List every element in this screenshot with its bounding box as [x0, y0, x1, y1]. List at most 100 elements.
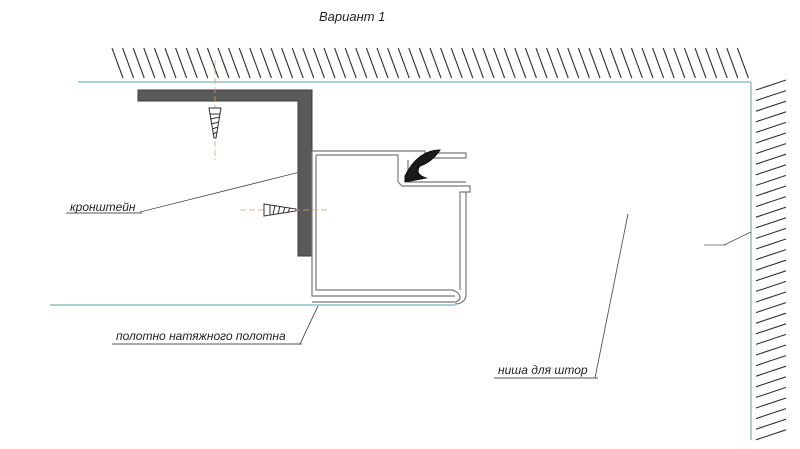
niche-leader-line	[594, 213, 629, 379]
wall-hatch-mark	[755, 79, 787, 91]
ceiling-hatch-mark	[524, 47, 537, 79]
wall-hatch-mark	[755, 386, 787, 398]
ceiling-hatching	[111, 47, 749, 79]
wall-hatch-mark	[755, 376, 787, 388]
ceiling-hatch-mark	[206, 47, 219, 79]
ceiling-hatch-mark	[514, 47, 527, 79]
ceiling-hatch-mark	[185, 47, 198, 79]
ceiling-hatch-mark	[397, 47, 410, 79]
wall-hatch-mark	[755, 185, 787, 197]
wall-hatch-mark	[755, 280, 787, 292]
ceiling-hatch-mark	[471, 47, 484, 79]
ceiling-hatch-mark	[164, 47, 177, 79]
wall-hatch-mark	[755, 333, 787, 345]
ceiling-hatch-mark	[270, 47, 283, 79]
wall-hatch-mark	[755, 408, 787, 420]
ceiling-hatch-mark	[705, 47, 718, 79]
harpoon-clip	[404, 149, 441, 183]
wall-hatch-mark	[755, 132, 787, 144]
ceiling-hatch-mark	[196, 47, 209, 79]
wall-hatch-mark	[755, 153, 787, 165]
ceiling-hatch-mark	[482, 47, 495, 79]
ceiling-hatch-mark	[556, 47, 569, 79]
ceiling-hatch-mark	[408, 47, 421, 79]
ceiling-hatch-mark	[694, 47, 707, 79]
screw-horizontal-icon	[263, 203, 297, 217]
ceiling-hatch-mark	[673, 47, 686, 79]
ceiling-hatch-mark	[493, 47, 506, 79]
wall-hatch-mark	[755, 143, 787, 155]
ceiling-hatch-mark	[111, 47, 124, 79]
wall-leader-line	[723, 231, 752, 246]
ceiling-hatch-mark	[620, 47, 633, 79]
ceiling-hatch-mark	[609, 47, 622, 79]
ceiling-hatch-mark	[440, 47, 453, 79]
ceiling-hatch-mark	[376, 47, 389, 79]
wall-hatch-mark	[755, 302, 787, 314]
wall-hatch-mark	[755, 238, 787, 250]
ceiling-hatch-mark	[238, 47, 251, 79]
wall-hatch-mark	[755, 344, 787, 356]
ceiling-hatch-mark	[535, 47, 548, 79]
wall-hatch-mark	[755, 227, 787, 239]
ceiling-hatch-mark	[302, 47, 315, 79]
wall-hatch-mark	[755, 418, 787, 430]
ceiling-hatch-mark	[217, 47, 230, 79]
ceiling-hatch-mark	[641, 47, 654, 79]
canvas-label: полотно натяжного полотна	[116, 329, 286, 343]
ceiling-hatch-mark	[365, 47, 378, 79]
ceiling-hatch-mark	[429, 47, 442, 79]
ceiling-hatch-mark	[726, 47, 739, 79]
ceiling-hatch-mark	[630, 47, 643, 79]
screw-vertical-icon	[208, 107, 222, 139]
wall-hatch-mark	[755, 397, 787, 409]
ceiling-hatch-mark	[652, 47, 665, 79]
ceiling-hatch-mark	[153, 47, 166, 79]
ceiling-hatch-mark	[450, 47, 463, 79]
wall-hatch-mark	[755, 164, 787, 176]
aluminium-profile	[311, 150, 471, 305]
wall-hatch-mark	[755, 100, 787, 112]
ceiling-hatch-mark	[291, 47, 304, 79]
ceiling-hatch-mark	[355, 47, 368, 79]
bracket-label: кронштейн	[70, 200, 136, 214]
ceiling-hatch-mark	[312, 47, 325, 79]
ceiling-hatch-mark	[588, 47, 601, 79]
ceiling-hatch-mark	[249, 47, 262, 79]
wall-hatch-mark	[755, 429, 787, 441]
ceiling-hatch-mark	[334, 47, 347, 79]
wall-hatch-mark	[755, 206, 787, 218]
ceiling-hatch-mark	[715, 47, 728, 79]
bracket-shape	[137, 89, 313, 257]
drawing-title: Вариант 1	[319, 9, 385, 24]
ceiling-hatch-mark	[228, 47, 241, 79]
ceiling-hatch-mark	[323, 47, 336, 79]
wall-hatch-mark	[755, 270, 787, 282]
ceiling-hatch-mark	[259, 47, 272, 79]
ceiling-hatch-mark	[577, 47, 590, 79]
wall-hatch-mark	[755, 259, 787, 271]
wall-hatch-mark	[755, 291, 787, 303]
wall-hatch-mark	[755, 111, 787, 123]
canvas-leader-line	[299, 305, 319, 345]
niche-label: ниша для штор	[498, 363, 588, 377]
wall-hatching	[755, 79, 787, 441]
ceiling-hatch-mark	[662, 47, 675, 79]
ceiling-hatch-mark	[461, 47, 474, 79]
ceiling-hatch-mark	[122, 47, 135, 79]
ceiling-hatch-mark	[344, 47, 357, 79]
wall-hatch-mark	[755, 249, 787, 261]
ceiling-hatch-mark	[281, 47, 294, 79]
ceiling-hatch-mark	[175, 47, 188, 79]
wall-hatch-mark	[755, 90, 787, 102]
ceiling-hatch-mark	[567, 47, 580, 79]
wall-hatch-mark	[755, 196, 787, 208]
wall-hatch-mark	[755, 355, 787, 367]
wall-hatch-mark	[755, 174, 787, 186]
ceiling-hatch-mark	[132, 47, 145, 79]
ceiling-hatch-mark	[599, 47, 612, 79]
ceiling-hatch-mark	[683, 47, 696, 79]
ceiling-hatch-mark	[143, 47, 156, 79]
ceiling-hatch-mark	[387, 47, 400, 79]
